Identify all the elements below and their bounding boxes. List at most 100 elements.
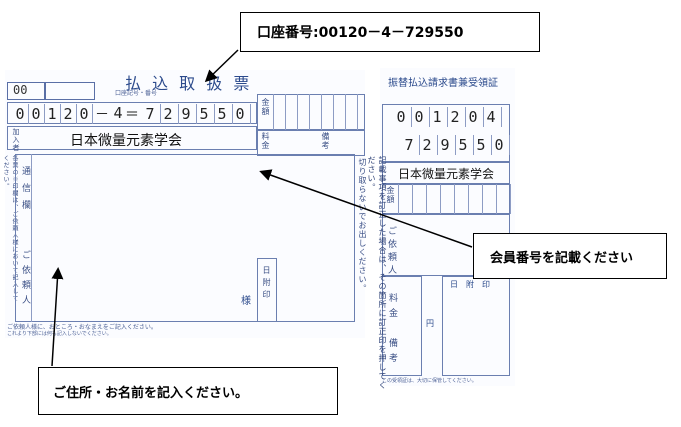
left-strip-note: 各票の※印欄は、ご依頼人様において記入してください。 [2,155,18,302]
fee-frame [257,130,365,156]
amount-column-line [482,184,483,214]
digit-separator [447,107,448,127]
amount-grid [257,94,365,130]
digit-separator [250,104,251,124]
receipt-day-label: 日 附 印 [450,280,490,289]
code-box-value: 00 [13,83,28,97]
address-name-text: ご住所・お名前を記入ください。 [53,385,249,401]
receipt-account-frame [382,104,510,162]
digit-separator [473,135,474,155]
account-digit: 0 [235,105,245,123]
receipt-amount-frame [382,184,510,214]
digit-separator [483,107,484,127]
account-digit: 1 [47,105,57,123]
receipt-remarks-label: 備考 [387,338,397,368]
amount-column-line [398,184,399,214]
digit-separator [509,135,510,155]
digit-separator [465,107,466,127]
receipt-digit: 2 [422,136,432,154]
account-digit: 5 [199,105,209,123]
digit-separator [60,104,61,124]
sama-label: 様 [241,296,251,307]
amount-column-line [454,184,455,214]
digit-separator [411,107,412,127]
receipt-digit: 0 [494,136,504,154]
amount-column-line [309,94,310,130]
receipt-digit: 0 [414,108,424,126]
account-digit: 5 [217,105,227,123]
digit-separator [92,104,93,124]
receipt-digit: 7 [404,136,414,154]
receipt-digit: 4 [486,108,496,126]
footer-line-2: これより下部には何も記入しないでください。 [7,331,112,337]
digit-separator [196,104,197,124]
account-digit-mid: 4 [113,104,123,122]
receipt-digit: 5 [458,136,468,154]
requester-label: ご依頼人 [20,250,30,310]
amount-column-line [426,184,427,214]
amount-column-line [440,184,441,214]
amount-column-line [510,184,511,214]
digit-separator [160,104,161,124]
form-subtitle: 口座記号・番号 [115,90,158,97]
amount-column-line [496,184,497,214]
account-dash-2: ＝ [125,107,139,123]
receipt-title: 振替払込請求書兼受領証 [388,78,498,89]
amount-column-line [285,94,286,130]
digit-separator [491,135,492,155]
memo-divider [31,154,32,322]
account-digit: 0 [15,105,25,123]
receipt-digit: 1 [432,108,442,126]
amount-column-line [345,94,346,130]
digit-separator [419,135,420,155]
digit-separator [455,135,456,155]
receipt-yen: 円 [426,319,434,328]
account-number-callout: 口座番号:00120－4－729550 [240,12,540,52]
address-name-callout: ご住所・お名前を記入ください。 [38,367,338,415]
receipt-digit: 2 [450,108,460,126]
digit-separator [214,104,215,124]
digit-separator [76,104,77,124]
receipt-fee-frame [382,276,422,376]
amount-column-line [273,94,274,130]
digit-separator [437,135,438,155]
account-number-text: 口座番号:00120－4－729550 [257,25,464,41]
remarks-label: 備考 [321,132,330,150]
digit-separator [178,104,179,124]
amount-label: 金額 [261,98,270,116]
digit-separator [44,104,45,124]
day-stamp-label: 日附印 [262,266,271,302]
receipt-side-note: 記載事項を訂正した場合は、その箇所に訂正印を押してください。 [367,156,387,390]
member-number-callout: 会員番号を記載ください [473,233,667,279]
digit-separator [429,107,430,127]
recipient-label: 加入者 [12,128,20,152]
receipt-stamp-frame [442,276,510,376]
fee-label: 料金 [261,132,270,150]
account-number-frame [7,102,257,124]
digit-separator [501,107,502,127]
member-number-text: 会員番号を記載ください [490,250,634,266]
memo-label: 通信欄 [20,166,30,217]
account-dash-1: － [95,107,109,123]
account-digit: 0 [79,105,89,123]
account-digit: 2 [63,105,73,123]
receipt-digit: 0 [468,108,478,126]
amount-column-line [297,94,298,130]
code-box [7,82,45,100]
receipt-footer: この受領証は、大切に保管してください。 [382,378,477,384]
amount-column-line [333,94,334,130]
footer-line-1: ご依頼人様に、おところ・おなまえをご記入ください。 [7,324,157,331]
receipt-requester-label: ご依頼人 [386,226,396,278]
account-digit: 2 [163,105,173,123]
code-box-extra [45,82,95,100]
recipient-name: 日本微量元素学会 [70,133,182,149]
day-stamp-frame [257,258,277,322]
memo-frame [15,154,355,322]
receipt-digit: 9 [440,136,450,154]
amount-column-line [412,184,413,214]
receipt-fee-label: 料金 [387,293,397,323]
amount-column-line [321,94,322,130]
account-digit: 7 [145,105,155,123]
receipt-digit: 5 [476,136,486,154]
